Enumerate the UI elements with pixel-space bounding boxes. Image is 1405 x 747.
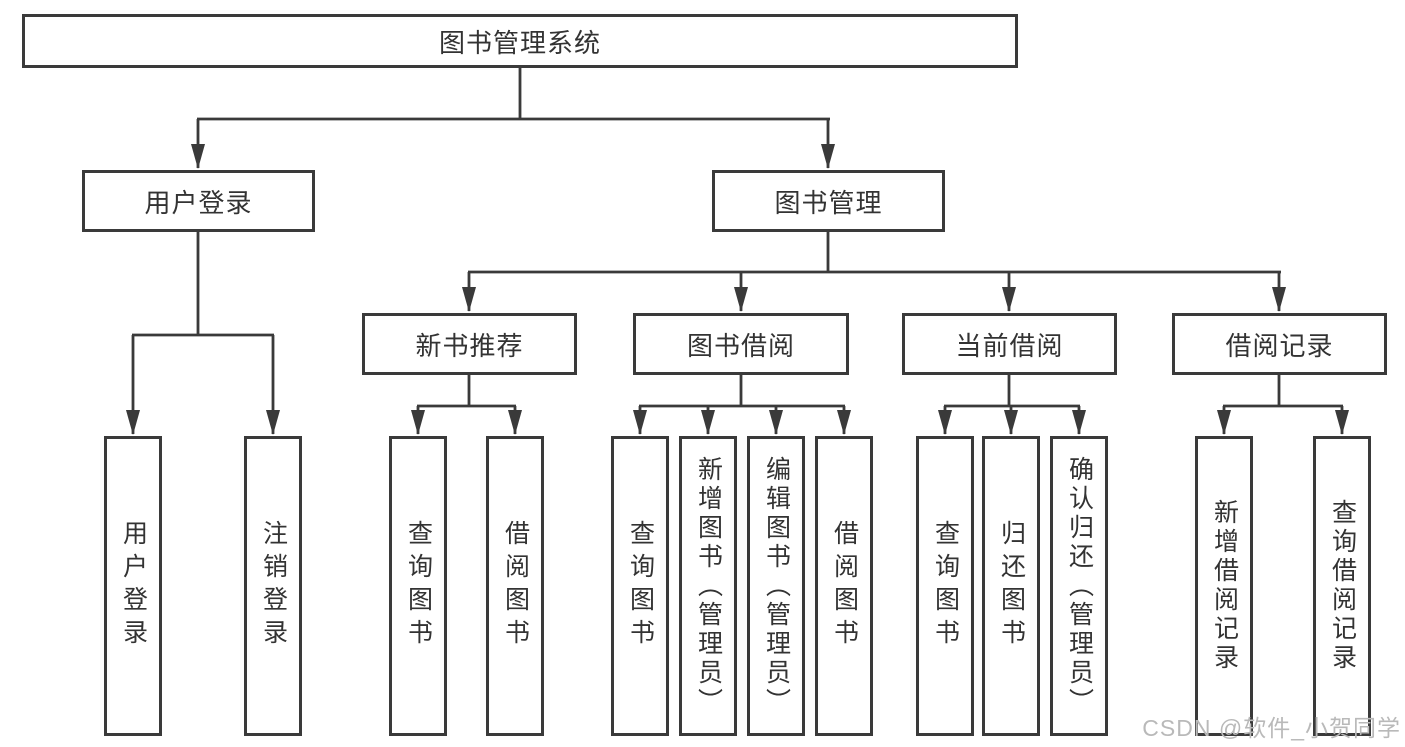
leaf-query-book-1: 查询图书 (389, 436, 447, 736)
leaf-query-book-2: 查询图书 (611, 436, 669, 736)
leaf-borrow-book-1: 借阅图书 (486, 436, 544, 736)
leaf-query-book-3: 查询图书 (916, 436, 974, 736)
leaf-borrow-book-2: 借阅图书 (815, 436, 873, 736)
node-book-borrow: 图书借阅 (633, 313, 849, 375)
leaf-add-borrow-record: 新增借阅记录 (1195, 436, 1253, 736)
leaf-user-login: 用户登录 (104, 436, 162, 736)
node-root: 图书管理系统 (22, 14, 1018, 68)
node-book-management: 图书管理 (712, 170, 945, 232)
node-borrow-record: 借阅记录 (1172, 313, 1387, 375)
leaf-query-borrow-record: 查询借阅记录 (1313, 436, 1371, 736)
leaf-logout: 注销登录 (244, 436, 302, 736)
leaf-add-book-admin: 新增图书（管理员） (679, 436, 737, 736)
csdn-watermark: CSDN @软件_小贺同学 (1142, 715, 1401, 741)
leaf-return-book: 归还图书 (982, 436, 1040, 736)
node-user-login: 用户登录 (82, 170, 315, 232)
node-new-book-recommend: 新书推荐 (362, 313, 577, 375)
node-current-borrow: 当前借阅 (902, 313, 1117, 375)
leaf-edit-book-admin: 编辑图书（管理员） (747, 436, 805, 736)
leaf-confirm-return-admin: 确认归还（管理员） (1050, 436, 1108, 736)
